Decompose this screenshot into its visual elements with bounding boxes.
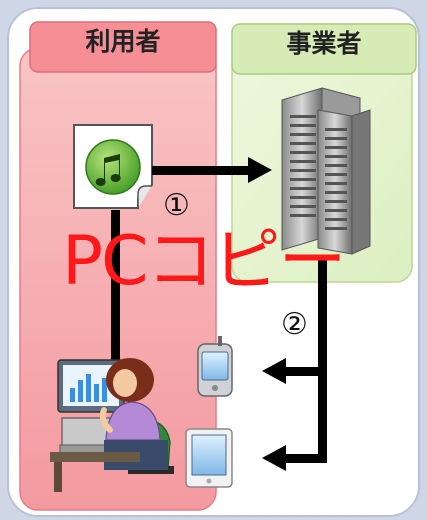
pc-copy-overlay-text: PCコピー xyxy=(62,222,346,301)
connector-vertical-business xyxy=(318,255,327,463)
arrow-to-server xyxy=(152,157,272,183)
user-panel-tab xyxy=(29,21,217,73)
music-file-icon xyxy=(73,124,153,209)
connector-vertical-user xyxy=(111,210,120,360)
user-panel-label: 利用者 xyxy=(85,27,161,56)
server-icon xyxy=(281,87,371,255)
smartphone-icon xyxy=(197,336,233,397)
arrow-to-smartphone xyxy=(262,358,327,384)
business-panel-label: 事業者 xyxy=(286,29,362,58)
step-1-marker: ① xyxy=(163,188,190,223)
business-panel-tab xyxy=(231,23,417,75)
step-2-marker: ② xyxy=(281,307,308,342)
tablet-icon xyxy=(185,428,233,488)
user-at-pc-icon xyxy=(50,358,174,492)
arrow-to-tablet xyxy=(262,445,327,471)
